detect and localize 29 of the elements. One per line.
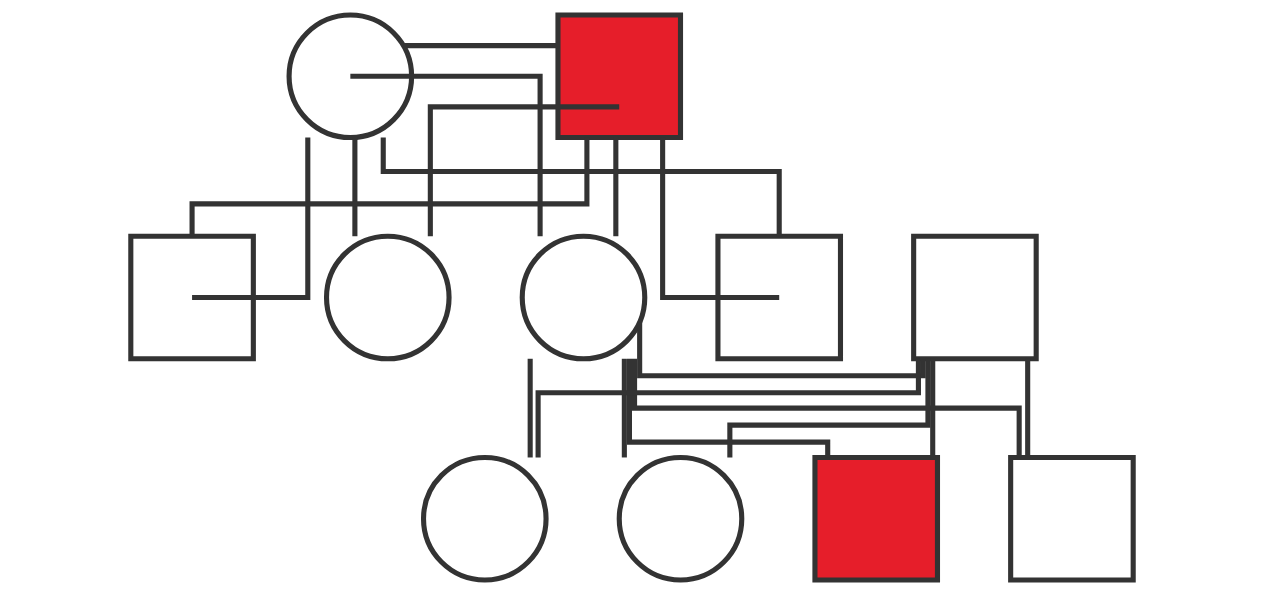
node-box xyxy=(812,454,941,583)
node-box xyxy=(715,233,844,362)
connector xyxy=(192,137,311,301)
connector xyxy=(535,358,921,458)
connector xyxy=(727,358,931,458)
connector xyxy=(189,137,590,237)
connector xyxy=(660,137,780,301)
connector xyxy=(632,358,1022,458)
connector xyxy=(527,358,533,458)
node-box xyxy=(1008,454,1136,583)
connector xyxy=(427,104,620,237)
connector xyxy=(613,137,619,237)
connector xyxy=(621,358,627,458)
node-box xyxy=(911,233,1039,362)
connector xyxy=(403,43,558,49)
node-circle xyxy=(519,233,648,362)
node-circle xyxy=(286,12,415,141)
connector xyxy=(352,137,358,237)
node-circle xyxy=(420,454,549,583)
connector xyxy=(1025,358,1031,458)
connector xyxy=(930,358,936,458)
node-circle xyxy=(323,233,452,362)
connector xyxy=(637,322,926,379)
node-box xyxy=(128,233,256,362)
connector xyxy=(350,73,543,237)
node-circle xyxy=(616,454,745,583)
connector xyxy=(626,358,831,458)
node-box xyxy=(555,12,684,141)
connector xyxy=(380,137,782,237)
